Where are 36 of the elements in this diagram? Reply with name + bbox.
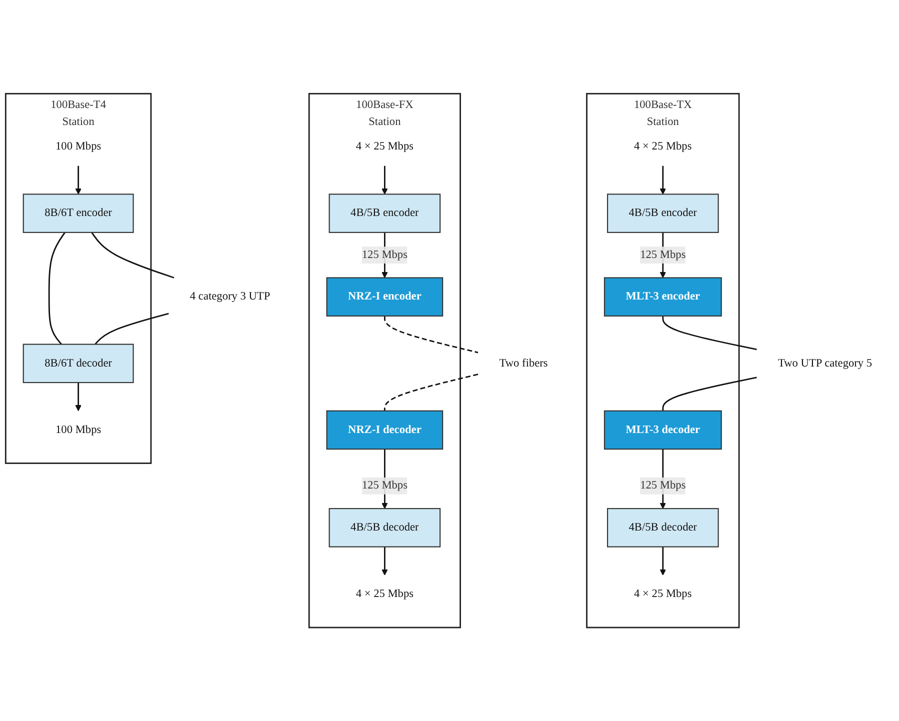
edge-label: 125 Mbps: [640, 479, 686, 492]
node-text: 4 × 25 Mbps: [634, 588, 692, 600]
connector: [48, 232, 66, 345]
arrow: [75, 166, 82, 194]
node-box: NRZ-I encoder: [326, 277, 444, 316]
node-box: 4B/5B encoder: [607, 194, 719, 233]
node-text: 100 Mbps: [56, 424, 102, 436]
connector: [384, 374, 478, 411]
arrow: [75, 382, 82, 412]
connector: [662, 316, 757, 350]
node-text: Two fibers: [499, 356, 548, 369]
node-text: 4 × 25 Mbps: [356, 140, 414, 152]
edge-label: 125 Mbps: [640, 248, 686, 261]
node-text: 100 Mbps: [56, 140, 102, 152]
arrow: [382, 166, 388, 194]
node-box: MLT-3 encoder: [604, 277, 722, 316]
connector: [384, 316, 478, 354]
node-text: Two UTP category 5: [778, 356, 872, 369]
node-box: 4B/5B decoder: [328, 508, 441, 548]
node-text: 4 category 3 UTP: [190, 290, 270, 302]
node-box: 8B/6T decoder: [22, 344, 134, 383]
node-box: 8B/6T encoder: [22, 194, 134, 233]
edge-label: 125 Mbps: [362, 248, 408, 261]
node-text: 4 × 25 Mbps: [356, 588, 414, 600]
connector: [94, 312, 169, 345]
node-box: NRZ-I decoder: [326, 410, 444, 450]
node-text: 4 × 25 Mbps: [634, 140, 692, 152]
connector: [91, 232, 174, 278]
node-box: MLT-3 decoder: [604, 410, 722, 450]
edge-label: 125 Mbps: [362, 479, 408, 492]
connector: [662, 376, 757, 411]
node-box: 4B/5B encoder: [328, 194, 441, 233]
arrow: [660, 166, 666, 194]
arrow: [382, 546, 388, 576]
arrow: [660, 546, 666, 576]
node-box: 4B/5B decoder: [607, 508, 719, 548]
